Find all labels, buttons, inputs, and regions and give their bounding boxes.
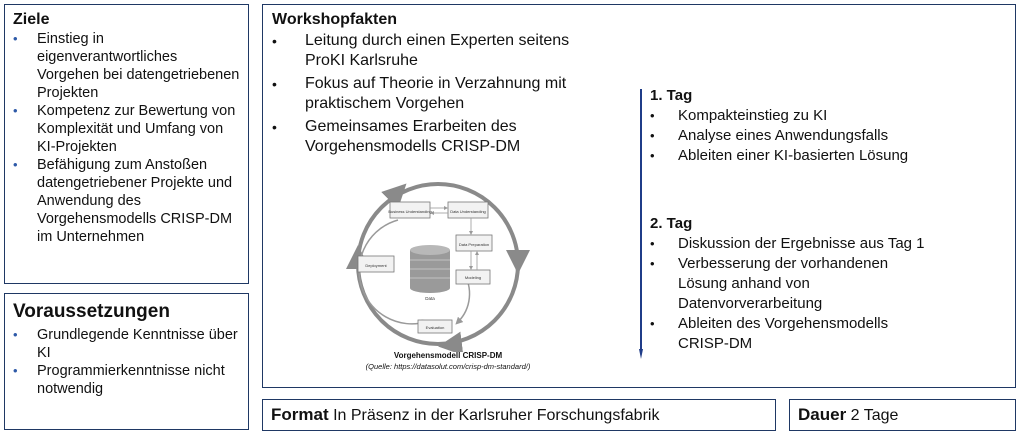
voraussetzungen-title: Voraussetzungen <box>13 301 170 322</box>
data-preparation-step: Data Preparation <box>455 234 493 252</box>
ziele-item: Einstieg in eigenverantwortliches Vorgeh… <box>13 30 240 102</box>
evaluation-step: Evaluation <box>417 319 453 334</box>
ziele-title: Ziele <box>13 11 50 28</box>
tag1-list: Kompakteinstieg zu KI Analyse eines Anwe… <box>650 106 1010 166</box>
evaluation-label: Evaluation <box>426 325 445 330</box>
ziele-item: Kompetenz zur Bewertung von Komplexität … <box>13 102 240 156</box>
business-understanding-label: Business Understanding <box>388 209 431 214</box>
tag2-list: Diskussion der Ergebnisse aus Tag 1 Verb… <box>650 234 1010 354</box>
tag2-item: Diskussion der Ergebnisse aus Tag 1 <box>650 234 1010 254</box>
format-value: In Präsenz in der Karlsruher Forschungsf… <box>333 407 660 424</box>
workshopfakten-item: Fokus auf Theorie in Verzahnung mit prak… <box>272 74 572 114</box>
workshopfakten-list: Leitung durch einen Experten seitens Pro… <box>272 31 1006 157</box>
format-box: Format In Präsenz in der Karlsruher Fors… <box>262 399 776 431</box>
tag1-title: 1. Tag <box>650 87 693 104</box>
voraussetzungen-list: Grundlegende Kenntnisse über KI Programm… <box>13 326 240 398</box>
tag2-title: 2. Tag <box>650 215 693 232</box>
diagram-source: (Quelle: https://datasolut.com/crisp-dm-… <box>365 362 531 371</box>
data-preparation-label: Data Preparation <box>459 242 489 247</box>
tag2-section: 2. Tag Diskussion der Ergebnisse aus Tag… <box>650 215 1010 354</box>
cycle-arrow-icon <box>381 183 407 209</box>
dauer-label: Dauer <box>798 405 847 424</box>
data-understanding-label: Data Understanding <box>450 209 486 214</box>
tag1-section: 1. Tag Kompakteinstieg zu KI Analyse ein… <box>650 87 1010 166</box>
crisp-dm-diagram: Business Understanding Data Understandin… <box>346 182 530 352</box>
cycle-arrow-icon <box>438 331 464 352</box>
ziele-list: Einstieg in eigenverantwortliches Vorgeh… <box>13 30 240 246</box>
modeling-step: Modeling <box>455 269 491 285</box>
voraussetzungen-box: Voraussetzungen Grundlegende Kenntnisse … <box>4 293 249 430</box>
workshopfakten-item: Leitung durch einen Experten seitens Pro… <box>272 31 572 71</box>
ziele-box: Ziele Einstieg in eigenverantwortliches … <box>4 4 249 284</box>
data-label: Data <box>425 296 435 301</box>
tag1-item: Kompakteinstieg zu KI <box>650 106 1010 126</box>
deployment-label: Deployment <box>365 263 387 268</box>
data-cylinder-icon <box>410 245 450 293</box>
tag2-item: Ableiten des Vorgehensmodells CRISP-DM <box>650 314 940 354</box>
dauer-box: Dauer 2 Tage <box>789 399 1016 431</box>
inner-arc <box>358 219 430 327</box>
data-understanding-step: Data Understanding <box>447 201 489 219</box>
ziele-item: Befähigung zum Anstoßen datengetriebener… <box>13 156 240 246</box>
workshopfakten-title: Workshopfakten <box>272 11 398 28</box>
dauer-value: 2 Tage <box>850 407 899 424</box>
tag1-item: Ableiten einer KI-basierten Lösung <box>650 146 1010 166</box>
deployment-step: Deployment <box>357 255 395 273</box>
modeling-label: Modeling <box>465 275 481 280</box>
tag2-item: Verbesserung der vorhandenen Lösung anha… <box>650 254 940 314</box>
voraussetzungen-item: Programmierkenntnisse nicht notwendig <box>13 362 240 398</box>
timeline-arrow-icon <box>639 89 643 359</box>
tag1-item: Analyse eines Anwendungsfalls <box>650 126 1010 146</box>
workshopfakten-box: Workshopfakten Leitung durch einen Exper… <box>262 4 1016 388</box>
voraussetzungen-item: Grundlegende Kenntnisse über KI <box>13 326 240 362</box>
workshopfakten-item: Gemeinsames Erarbeiten des Vorgehensmode… <box>272 117 572 157</box>
diagram-caption: Vorgehensmodell CRISP-DM <box>393 351 503 360</box>
business-understanding-step: Business Understanding <box>388 201 432 219</box>
format-label: Format <box>271 405 329 424</box>
